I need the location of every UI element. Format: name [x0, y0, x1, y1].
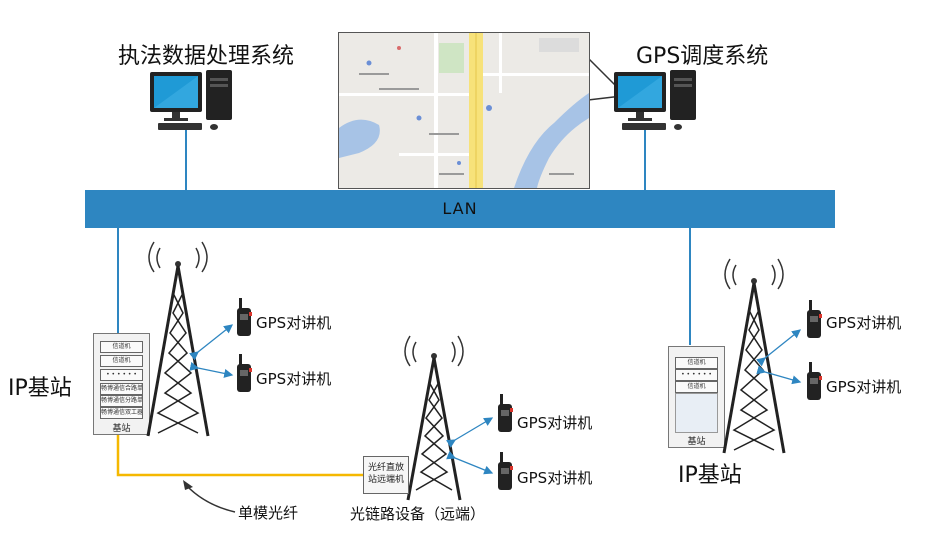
remote-device-label: 光链路设备（远端） [350, 505, 486, 523]
walkie-talkie-icon [807, 300, 822, 338]
base-station-rack-left: 信道机 信道机 • • • • • • 畅博通信合路单元 畅博通信分路单元 畅博… [93, 333, 150, 435]
gps-radio-label: GPS对讲机 [517, 414, 593, 432]
computer-icon [614, 70, 696, 130]
rack-unit: 信道机 [675, 381, 718, 393]
rack-label: 基站 [112, 424, 131, 434]
lan-bus: LAN [85, 190, 835, 228]
fiber-repeater-remote-box: 光纤直放站远端机 [363, 456, 409, 494]
antenna-tower-icon [146, 241, 210, 437]
walkie-talkie-icon [498, 394, 513, 432]
rack-unit: • • • • • • [100, 369, 143, 381]
rack-door [675, 393, 718, 433]
ip-base-station-left-label: IP基站 [8, 376, 72, 401]
gps-map-image [338, 32, 590, 189]
ip-base-station-right-label: IP基站 [678, 463, 742, 488]
gps-radio-label: GPS对讲机 [256, 370, 332, 388]
rack-unit: 畅博通信双工器 [100, 407, 143, 419]
rack-label: 基站 [687, 437, 706, 447]
walkie-talkie-icon [237, 354, 252, 392]
rack-unit: 信道机 [100, 355, 143, 367]
walkie-talkie-icon [498, 452, 513, 490]
antenna-tower-icon [404, 335, 464, 501]
base-station-rack-right: 信道机 • • • • • • 信道机 基站 [668, 346, 725, 448]
walkie-talkie-icon [807, 362, 822, 400]
gps-radio-label: GPS对讲机 [826, 378, 902, 396]
gps-system-title: GPS调度系统 [636, 44, 769, 69]
gps-radio-label: GPS对讲机 [517, 469, 593, 487]
lan-label: LAN [442, 199, 478, 218]
rack-unit: • • • • • • [675, 369, 718, 381]
fiber-label: 单模光纤 [238, 504, 299, 522]
gps-radio-label: GPS对讲机 [256, 314, 332, 332]
rack-unit: 信道机 [100, 341, 143, 353]
rack-unit: 信道机 [675, 357, 718, 369]
rack-unit: 畅博通信分路单元 [100, 395, 143, 407]
rack-unit: 畅博通信合路单元 [100, 383, 143, 395]
computer-icon [150, 70, 232, 130]
walkie-talkie-icon [237, 298, 252, 336]
gps-radio-label: GPS对讲机 [826, 314, 902, 332]
law-system-title: 执法数据处理系统 [118, 44, 295, 69]
